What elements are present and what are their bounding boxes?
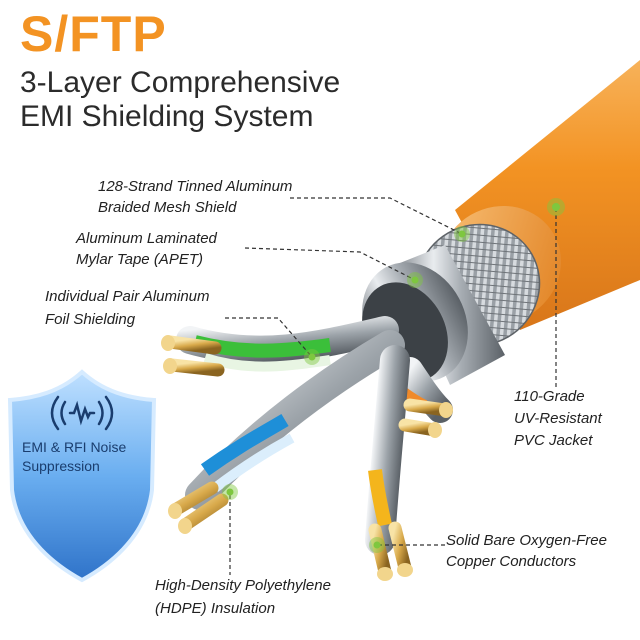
label-foil: Individual Pair Aluminum Foil Shielding [45,285,210,331]
label-hdpe-line-2: (HDPE) Insulation [155,600,276,617]
copper-conductors [161,335,453,581]
wave-icon [50,395,114,431]
label-jacket-line-3: PVC Jacket [514,432,593,449]
label-mylar-line-1: Aluminum Laminated [76,230,217,247]
label-hdpe: High-Density Polyethylene (HDPE) Insulat… [155,574,331,620]
label-braid-line-2: Braided Mesh Shield [98,199,237,216]
label-copper: Solid Bare Oxygen-Free Copper Conductors [446,530,607,572]
emi-shield-badge [7,369,157,583]
label-foil-line-1: Individual Pair Aluminum [45,288,210,305]
badge-line-2: Suppression [22,458,100,474]
label-jacket-line-2: UV-Resistant [514,410,602,427]
badge-text: EMI & RFI Noise Suppression [22,438,142,476]
page-subtitle: 3-Layer Comprehensive EMI Shielding Syst… [20,66,340,134]
label-braid-line-1: 128-Strand Tinned Aluminum [98,178,293,195]
label-copper-line-2: Copper Conductors [446,553,577,570]
callout-markers [222,198,565,553]
leader-lines [225,197,557,575]
label-mylar-line-2: Mylar Tape (APET) [76,251,203,268]
badge-line-1: EMI & RFI Noise [22,439,127,455]
page-title: S/FTP [20,6,167,62]
label-hdpe-line-1: High-Density Polyethylene [155,577,331,594]
label-braid: 128-Strand Tinned Aluminum Braided Mesh … [98,176,292,218]
pair-blue [185,330,405,510]
subtitle-line-1: 3-Layer Comprehensive [20,66,341,99]
subtitle-line-2: EMI Shielding System [20,100,314,133]
pair-yellow [365,345,410,555]
label-copper-line-1: Solid Bare Oxygen-Free [446,532,607,549]
label-jacket: 110-Grade UV-Resistant PVC Jacket [514,386,602,452]
label-foil-line-2: Foil Shielding [45,311,136,328]
label-jacket-line-1: 110-Grade [514,388,585,405]
label-mylar: Aluminum Laminated Mylar Tape (APET) [76,228,217,270]
